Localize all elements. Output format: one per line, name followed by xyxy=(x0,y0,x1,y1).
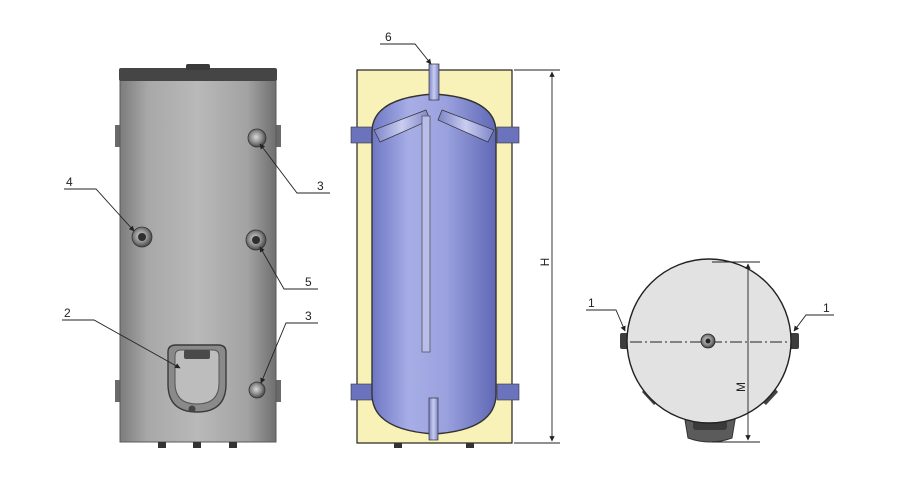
foot xyxy=(193,442,201,448)
leader-3-bottom xyxy=(260,322,318,384)
foot xyxy=(466,443,474,448)
callout-4: 4 xyxy=(66,175,73,189)
leader-4 xyxy=(64,188,135,232)
section-view xyxy=(350,63,560,448)
leader-2 xyxy=(62,319,181,369)
inner-tank xyxy=(371,93,497,435)
foot xyxy=(158,442,166,448)
callout-3-bottom: 3 xyxy=(305,309,312,323)
inspection-flange xyxy=(167,344,227,413)
anode-rod xyxy=(421,115,431,353)
callout-leaders xyxy=(62,43,834,384)
callout-2: 2 xyxy=(64,306,71,320)
callout-labels: 4 3 5 3 2 6 1 1 xyxy=(64,30,830,323)
top-lid xyxy=(119,68,277,81)
side-fitting xyxy=(115,125,122,147)
bottom-drain xyxy=(428,397,439,441)
port-3-bottom xyxy=(248,381,266,399)
port-4-inner xyxy=(138,233,146,241)
top-view xyxy=(620,258,799,443)
diffuser-pipe-right xyxy=(437,109,495,143)
leader-6 xyxy=(380,43,432,65)
callout-6: 6 xyxy=(385,30,392,44)
port-5-inner xyxy=(252,236,260,244)
side-fitting xyxy=(274,125,281,147)
callout-5: 5 xyxy=(305,275,312,289)
section-port xyxy=(496,126,520,144)
port-3-top xyxy=(247,128,267,148)
exterior-view xyxy=(115,64,281,448)
callout-3-top: 3 xyxy=(317,179,324,193)
dimension-h-label: H xyxy=(538,258,552,267)
leader-1-left xyxy=(586,309,626,332)
side-fitting xyxy=(274,380,281,402)
top-center-port-inner xyxy=(705,338,711,344)
section-port xyxy=(496,383,520,401)
section-port xyxy=(350,126,374,144)
callout-1-right: 1 xyxy=(823,301,830,315)
foot xyxy=(394,443,402,448)
leader-1-right xyxy=(793,314,834,332)
section-port xyxy=(350,383,374,401)
side-fitting xyxy=(115,380,122,402)
leader-5 xyxy=(259,246,318,290)
top-lid-cap xyxy=(186,64,210,70)
leader-3-top xyxy=(259,143,330,194)
foot xyxy=(229,442,237,448)
dimension-m-label: M xyxy=(734,382,748,392)
callout-1-left: 1 xyxy=(588,296,595,310)
top-connection-6 xyxy=(428,63,440,101)
